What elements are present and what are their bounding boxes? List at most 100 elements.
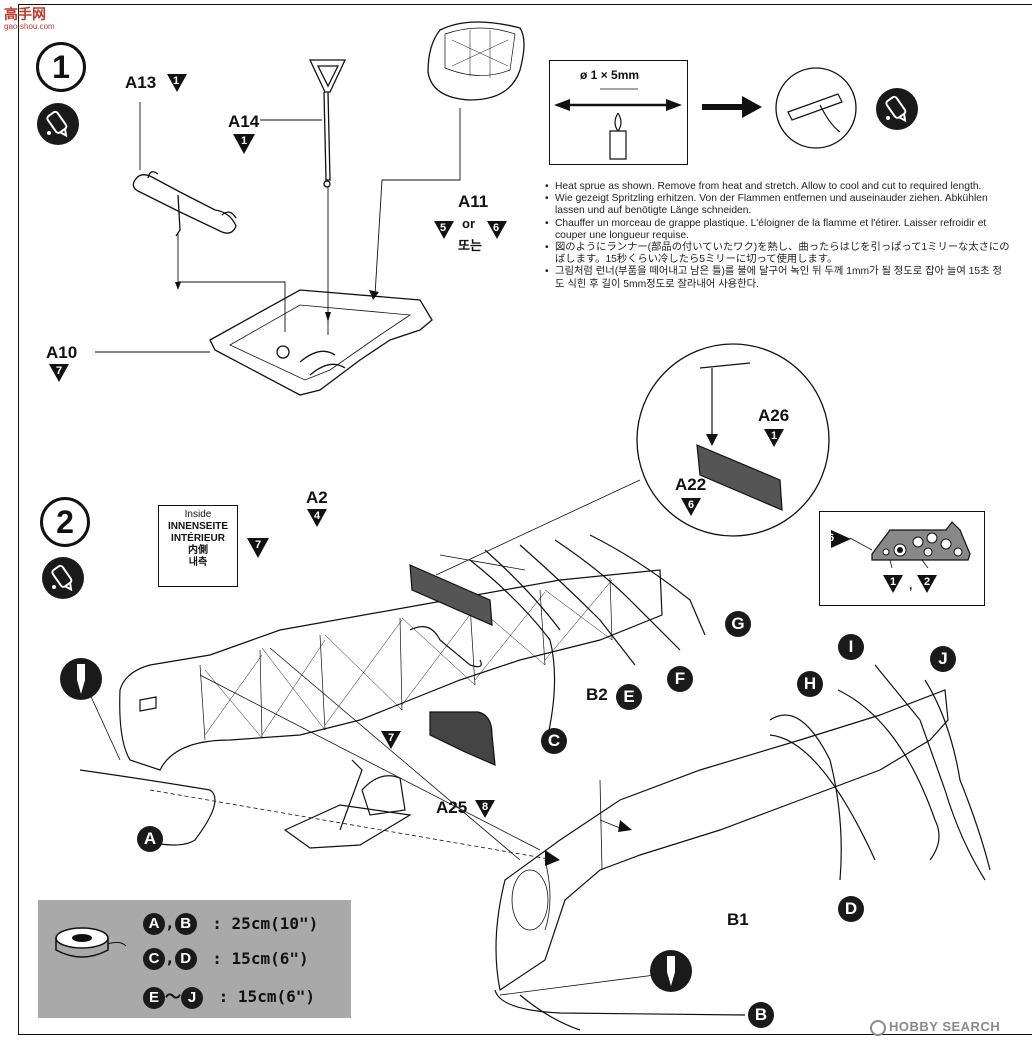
note-english: Heat sprue as shown. Remove from heat an… [545,181,1010,193]
sprue-triangle-inside [247,538,269,558]
part-a11-label: A11 [458,192,489,211]
a13-rudder-bar [132,174,237,234]
legend-sep-ab: , [165,913,175,933]
color-separator: , [909,578,913,592]
legend-text-ej: : 15cm(6") [218,987,315,1006]
instrument-panel-drawing [849,521,971,569]
left-border [18,4,19,1034]
legend-row-cd: C,D : 15cm(6") [143,948,309,970]
sprue-number-a25-side: 7 [387,732,395,744]
inside-en: Inside [184,509,212,520]
step-1-number: 1 [36,42,86,92]
sprue-triangle-a25 [475,800,495,818]
sprue-triangle-a13 [167,74,187,92]
legend-dot-a: A [143,913,165,935]
wire-label-j: J [930,646,956,672]
glue-icon-step2 [42,557,84,599]
sprue-number-panel: 6 [828,532,835,544]
sprue-triangle-a2 [307,509,327,527]
floor-assembled [283,804,412,849]
glue-icon-stretch [876,88,918,130]
wire-length-legend: A,B : 25cm(10") C,D : 15cm(6") E～J : 15c… [38,900,351,1018]
inside-fr: INTÉRIEUR [171,533,225,544]
legend-text-cd: : 15cm(6") [212,948,309,968]
color-number-2: 2 [923,576,931,588]
legend-dot-e: E [143,986,165,1009]
hobby-search-icon [870,1019,886,1036]
sprue-number-a26: 1 [770,430,778,442]
sprue-triangle-a26 [764,429,784,447]
sprue-number-a11-a: 5 [439,222,447,234]
wire-label-h: H [797,671,823,697]
site-url-text: gao-shou.com [4,22,55,31]
legend-sep-ej: ～ [165,987,182,1006]
needle-icon-left [60,658,102,700]
legend-row-ab: A,B : 25cm(10") [143,913,318,935]
wire-label-g: G [725,611,751,637]
color-triangle-2 [917,575,937,593]
sprue-number-a25: 8 [481,801,489,813]
candle-flame-drawing [554,88,682,160]
sprue-triangle-panel [831,530,851,548]
sprue-number-a14: 1 [240,135,248,147]
site-logo-text: 高手网 [4,6,46,22]
legend-text-ab: : 25cm(10") [212,913,319,933]
hobby-search-text: HOBBY SEARCH [889,1019,1001,1034]
legend-sep-cd: , [165,948,175,968]
part-a13-label: A13 [125,73,157,92]
inside-ko: 내측 [188,557,208,568]
part-a10-label: A10 [46,343,78,362]
hobby-search-watermark: HOBBY SEARCH [870,1019,1000,1036]
instruction-notes: Heat sprue as shown. Remove from heat an… [545,181,1010,291]
sprue-number-a13: 1 [172,75,180,87]
a22-panel-small [409,564,493,626]
part-a26-label: A26 [758,406,790,425]
wire-label-a: A [137,826,163,852]
sprue-number-a11-b: 6 [492,222,500,234]
part-b1-label: B1 [727,910,749,929]
sprue-number-a2: 4 [313,510,321,522]
a14-control-stick [308,59,347,93]
stretch-sprue-diagram: ø 1 × 5mm [549,60,688,165]
glue-icon [37,103,79,145]
a11-seat [427,21,525,101]
a10-floor [209,289,433,396]
sprue-triangle-a14 [233,134,255,154]
part-a2-label: A2 [306,488,328,507]
a25-panel [429,711,496,766]
wire-label-d: D [838,896,864,922]
instrument-panel-detail: 6 1 , 2 [819,511,985,606]
wire-label-b: B [748,1002,774,1028]
sprue-number-a10: 7 [55,365,63,377]
sprue-number-inside: 7 [254,539,262,551]
wire-label-i: I [838,634,864,660]
wire-label-e: E [616,684,642,710]
stretched-sprue-result [702,67,857,149]
sprue-triangle-a22 [681,498,701,516]
needle-icon-bottom [650,950,692,992]
note-french: Chauffer un morceau de grappe plastique.… [545,218,1010,242]
step-2-number: 2 [40,497,90,547]
wire-label-f: F [667,666,693,692]
part-a14-label: A14 [228,112,260,131]
sprue-dimension: ø 1 × 5mm [580,68,640,82]
korean-or-text: 또는 [458,238,482,253]
color-triangle-1 [883,575,903,593]
sprue-triangle-a11-a [434,221,454,239]
sprue-triangle-a25-side [381,731,401,749]
sprue-triangle-a11-b [487,221,507,239]
top-border [18,4,1032,5]
legend-dot-d: D [174,948,197,970]
or-text: or [462,216,475,231]
sprue-number-a22: 6 [687,499,695,511]
sprue-triangle-a10 [49,364,69,382]
b2-fuselage-half [119,569,663,771]
legend-dot-b: B [174,913,197,935]
wire-label-c: C [541,728,567,754]
bottom-border [18,1034,1032,1035]
inside-note-box: Inside INNENSEITE INTÉRIEUR 内側 내측 [158,505,238,587]
wire-spool-icon [55,927,127,958]
inside-ja: 内側 [188,545,208,556]
